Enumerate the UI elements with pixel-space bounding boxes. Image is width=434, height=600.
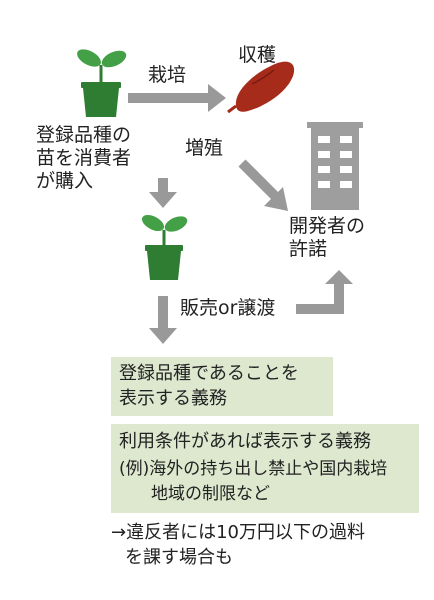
consumer-purchase-line-2: 苗を消費者 [36, 147, 132, 169]
seedling-pot-icon [141, 214, 188, 280]
conditions-box: 利用条件があれば表示する義務 (例)海外の持ち出し禁止や国内栽培 地域の制限など [111, 424, 419, 513]
building-icon [307, 122, 363, 210]
duty-display-line-2: 表示する義務 [119, 388, 227, 409]
seedling-pot-icon [77, 49, 127, 117]
duty-display-line-1: 登録品種であることを [119, 363, 299, 384]
consumer-purchase-line-3: が購入 [36, 170, 94, 192]
penalty-footnote: →違反者には10万円以下の過料 を課す場合も [111, 520, 365, 570]
arrow-down-to-seedling [149, 178, 177, 208]
penalty-footnote-line-1: →違反者には10万円以下の過料 [111, 522, 365, 543]
penalty-footnote-line-2: を課す場合も [125, 547, 233, 568]
conditions-title: 利用条件があれば表示する義務 [119, 431, 371, 452]
duty-display-box: 登録品種であることを 表示する義務 [111, 357, 333, 416]
sweet-potato-icon [227, 61, 295, 114]
arrow-cultivation [128, 84, 226, 112]
propagation-label: 増殖 [185, 137, 224, 159]
consumer-purchase-label: 登録品種の 苗を消費者 が購入 [36, 124, 131, 193]
sale-transfer-label: 販売or譲渡 [180, 297, 276, 319]
developer-permission-line-1: 開発者の [289, 215, 366, 237]
arrow-propagation [238, 159, 288, 211]
consumer-purchase-line-1: 登録品種の [36, 124, 132, 146]
arrow-sale-to-developer [296, 270, 353, 314]
conditions-example-line-1: (例)海外の持ち出し禁止や国内栽培 [119, 459, 388, 479]
developer-permission-label: 開発者の 許諾 [289, 215, 365, 261]
conditions-example-line-2: 地域の制限など [151, 484, 270, 504]
developer-permission-line-2: 許諾 [289, 238, 328, 260]
cultivation-label: 栽培 [148, 64, 187, 86]
harvest-label: 収穫 [238, 44, 277, 66]
arrow-down-to-obligations [149, 296, 177, 344]
